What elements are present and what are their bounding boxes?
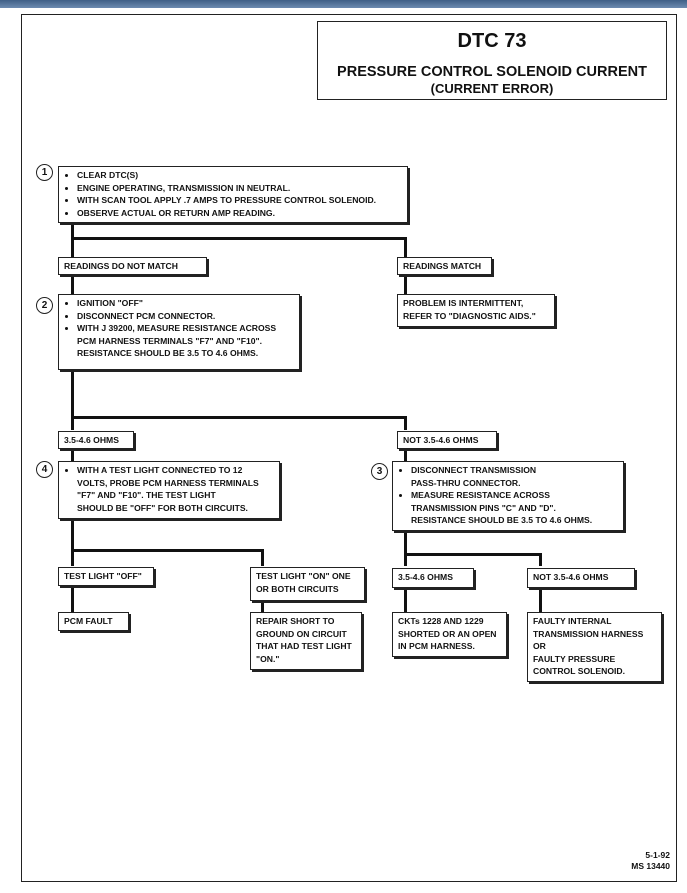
repair-short-box: REPAIR SHORT TO GROUND ON CIRCUIT THAT H… bbox=[250, 612, 362, 670]
page-title: DTC 73 bbox=[457, 30, 527, 52]
connector-line bbox=[404, 553, 542, 556]
ckts-shorted-line: CKTs 1228 AND 1229 bbox=[398, 616, 484, 626]
title-box: DTC 73 PRESSURE CONTROL SOLENOID CURRENT… bbox=[317, 21, 667, 100]
step-2-box: IGNITION "OFF" DISCONNECT PCM CONNECTOR.… bbox=[58, 294, 300, 370]
repair-short-line: THAT HAD TEST LIGHT bbox=[256, 641, 352, 651]
ohms-not-right-box: NOT 3.5-4.6 OHMS bbox=[397, 431, 497, 449]
faulty-internal-line: CONTROL SOLENOID. bbox=[533, 666, 625, 676]
readings-match-label: READINGS MATCH bbox=[403, 261, 482, 271]
repair-short-line: REPAIR SHORT TO bbox=[256, 616, 335, 626]
intermittent-box: PROBLEM IS INTERMITTENT, REFER TO "DIAGN… bbox=[397, 294, 555, 327]
page-subtitle-note: (CURRENT ERROR) bbox=[430, 81, 554, 96]
repair-short-line: GROUND ON CIRCUIT bbox=[256, 628, 347, 639]
window-top-bar bbox=[0, 0, 687, 8]
connector-line bbox=[71, 237, 407, 240]
step-1-item: WITH SCAN TOOL APPLY .7 AMPS TO PRESSURE… bbox=[77, 194, 402, 207]
step-4-box: WITH A TEST LIGHT CONNECTED TO 12VOLTS, … bbox=[58, 461, 280, 519]
connector-line bbox=[404, 274, 407, 296]
step-1-item: ENGINE OPERATING, TRANSMISSION IN NEUTRA… bbox=[77, 182, 402, 195]
connector-line bbox=[261, 600, 264, 612]
faulty-internal-line: FAULTY INTERNAL bbox=[533, 616, 612, 626]
connector-line bbox=[71, 274, 74, 296]
ohms-not-right-label: NOT 3.5-4.6 OHMS bbox=[403, 435, 479, 445]
ohms-ok-lower-box: 3.5-4.6 OHMS bbox=[392, 568, 474, 588]
ohms-ok-left-label: 3.5-4.6 OHMS bbox=[64, 435, 119, 445]
page-frame bbox=[21, 14, 677, 882]
step-1-item: CLEAR DTC(S) bbox=[77, 169, 402, 182]
step-2-item: WITH J 39200, MEASURE RESISTANCE ACROSSP… bbox=[77, 322, 294, 360]
connector-line bbox=[539, 587, 542, 612]
readings-do-not-match-label: READINGS DO NOT MATCH bbox=[64, 261, 178, 271]
pcm-fault-label: PCM FAULT bbox=[64, 616, 113, 626]
test-light-on-box: TEST LIGHT "ON" ONE OR BOTH CIRCUITS bbox=[250, 567, 365, 601]
test-light-on-line: OR BOTH CIRCUITS bbox=[256, 583, 339, 594]
connector-line bbox=[539, 553, 542, 566]
connector-line bbox=[404, 237, 407, 260]
ckts-shorted-line: SHORTED OR AN OPEN bbox=[398, 628, 497, 639]
faulty-internal-line: OR bbox=[533, 641, 546, 651]
connector-line bbox=[71, 416, 407, 419]
connector-line bbox=[71, 518, 74, 566]
footer-date: 5-1-92 bbox=[645, 850, 670, 860]
footer-code: MS 13440 bbox=[631, 861, 670, 871]
faulty-internal-line: FAULTY PRESSURE bbox=[533, 653, 616, 664]
faulty-internal-box: FAULTY INTERNAL TRANSMISSION HARNESS OR … bbox=[527, 612, 662, 682]
page-subtitle: PRESSURE CONTROL SOLENOID CURRENT bbox=[337, 64, 647, 80]
connector-line bbox=[71, 549, 264, 552]
connector-line bbox=[71, 370, 74, 430]
step-1-box: CLEAR DTC(S) ENGINE OPERATING, TRANSMISS… bbox=[58, 166, 408, 223]
connector-line bbox=[404, 530, 407, 566]
test-light-off-box: TEST LIGHT "OFF" bbox=[58, 567, 154, 586]
step-2-item: DISCONNECT PCM CONNECTOR. bbox=[77, 310, 294, 323]
connector-line bbox=[404, 587, 407, 612]
ckts-shorted-line: IN PCM HARNESS. bbox=[398, 641, 475, 651]
connector-line bbox=[71, 585, 74, 612]
step-2-item: IGNITION "OFF" bbox=[77, 297, 294, 310]
test-light-on-line: TEST LIGHT "ON" ONE bbox=[256, 571, 351, 581]
step-4-item: WITH A TEST LIGHT CONNECTED TO 12VOLTS, … bbox=[77, 464, 274, 514]
connector-line bbox=[261, 549, 264, 566]
intermittent-line: REFER TO "DIAGNOSTIC AIDS." bbox=[403, 310, 536, 321]
connector-line bbox=[404, 448, 407, 462]
document-footer: 5-1-92 MS 13440 bbox=[600, 850, 670, 872]
step-number-1: 1 bbox=[36, 164, 53, 181]
test-light-off-label: TEST LIGHT "OFF" bbox=[64, 571, 142, 581]
ohms-not-lower-box: NOT 3.5-4.6 OHMS bbox=[527, 568, 635, 588]
ohms-not-lower-label: NOT 3.5-4.6 OHMS bbox=[533, 572, 609, 582]
ohms-ok-lower-label: 3.5-4.6 OHMS bbox=[398, 572, 453, 582]
ohms-ok-left-box: 3.5-4.6 OHMS bbox=[58, 431, 134, 449]
readings-match-box: READINGS MATCH bbox=[397, 257, 492, 275]
connector-line bbox=[71, 222, 74, 260]
readings-do-not-match-box: READINGS DO NOT MATCH bbox=[58, 257, 207, 275]
step-number-3: 3 bbox=[371, 463, 388, 480]
connector-line bbox=[71, 448, 74, 462]
repair-short-line: "ON." bbox=[256, 653, 280, 664]
step-1-item: OBSERVE ACTUAL OR RETURN AMP READING. bbox=[77, 207, 402, 220]
faulty-internal-line: TRANSMISSION HARNESS bbox=[533, 628, 644, 639]
connector-line bbox=[404, 416, 407, 430]
intermittent-line: PROBLEM IS INTERMITTENT, bbox=[403, 298, 524, 308]
ckts-shorted-box: CKTs 1228 AND 1229 SHORTED OR AN OPEN IN… bbox=[392, 612, 507, 657]
pcm-fault-box: PCM FAULT bbox=[58, 612, 129, 631]
step-number-4: 4 bbox=[36, 461, 53, 478]
step-number-2: 2 bbox=[36, 297, 53, 314]
